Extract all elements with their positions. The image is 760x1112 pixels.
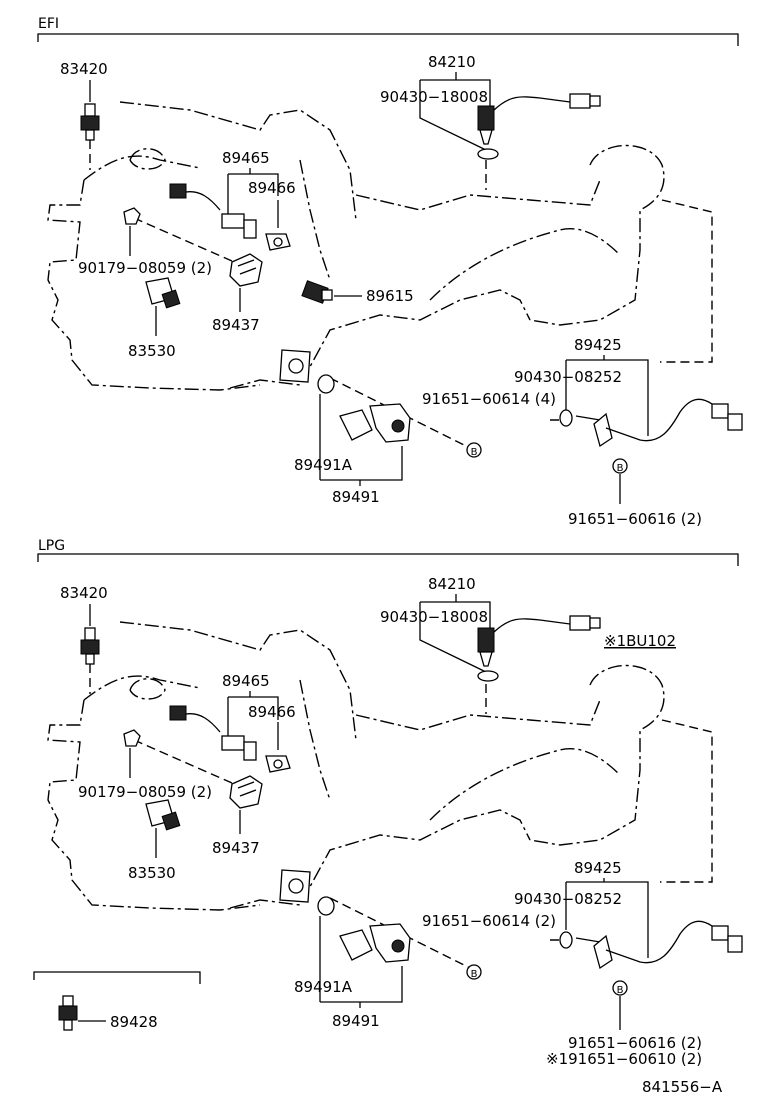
lpg-guide-bolt: [133, 739, 249, 791]
lpg-label-83530: 83530: [128, 864, 176, 882]
lpg-mark-b1: B: [471, 969, 478, 980]
efi-label-89466: 89466: [248, 179, 296, 197]
lpg-part-90179-icon: [123, 729, 141, 747]
extra-bracket: [33, 971, 201, 984]
efi-label-89491a: 89491A: [294, 456, 353, 474]
lpg-section-title: LPG: [38, 538, 65, 554]
efi-label-89465: 89465: [222, 149, 270, 167]
lpg-leader-84210: [419, 594, 491, 673]
lpg-engine-outline: [47, 621, 665, 911]
efi-label-90179: 90179−08059 (2): [78, 259, 212, 277]
section-efi: EFI 83420 84210 90430−18008: [37, 16, 743, 528]
efi-mark-b2-circle: [612, 458, 628, 474]
lpg-label-90430-18008: 90430−18008: [380, 608, 488, 626]
efi-part-89466-icon: [265, 233, 291, 251]
lpg-note-1bu102: ※1BU102: [604, 632, 676, 650]
lpg-part-89491-icon: [339, 923, 411, 963]
efi-part-83420-icon: [80, 103, 100, 141]
diagram-code: 841556−A: [642, 1078, 723, 1096]
efi-part-89491-icon: [339, 403, 411, 443]
efi-label-83420: 83420: [60, 60, 108, 78]
efi-leader-84210: [419, 72, 491, 151]
lpg-label-89466: 89466: [248, 703, 296, 721]
label-89428: 89428: [110, 1013, 158, 1031]
lpg-part-89466-icon: [265, 755, 291, 773]
efi-label-89491: 89491: [332, 488, 380, 506]
efi-label-90430-08252: 90430−08252: [514, 368, 622, 386]
efi-part-83530-icon: [145, 277, 181, 309]
lpg-label-89465: 89465: [222, 672, 270, 690]
efi-part-89465-icon: [169, 183, 257, 239]
lpg-label-89425: 89425: [574, 859, 622, 877]
efi-section-title: EFI: [38, 16, 59, 32]
lpg-label-90430-08252: 90430−08252: [514, 890, 622, 908]
efi-part-89615-icon: [301, 280, 333, 304]
efi-label-83530: 83530: [128, 342, 176, 360]
lpg-label-89491a: 89491A: [294, 978, 353, 996]
lpg-leader-89491: [319, 916, 403, 1003]
efi-mark-b1-circle: [466, 442, 482, 458]
lpg-mark-b1-circle: [466, 964, 482, 980]
lpg-label-191651-60610: ※191651−60610 (2): [546, 1050, 702, 1068]
efi-section-bracket: [37, 33, 739, 46]
efi-part-90179-icon: [123, 207, 141, 225]
lpg-label-83420: 83420: [60, 584, 108, 602]
lpg-leader-89465: [227, 691, 279, 736]
lpg-part-83420-icon: [80, 627, 100, 665]
lpg-leader-89425: [565, 878, 649, 958]
efi-part-84210-icon: [477, 93, 601, 160]
efi-label-89437: 89437: [212, 316, 260, 334]
lpg-label-90179: 90179−08059 (2): [78, 783, 212, 801]
lpg-part-89425-icon: [559, 920, 743, 970]
lpg-mark-b2-circle: [612, 980, 628, 996]
efi-label-84210: 84210: [428, 53, 476, 71]
lpg-label-89491: 89491: [332, 1012, 380, 1030]
part-89428-icon: [58, 995, 78, 1031]
efi-part-89425-icon: [559, 398, 743, 448]
efi-leader-89491: [319, 394, 403, 481]
lpg-label-84210: 84210: [428, 575, 476, 593]
section-lpg: LPG 83420 84210 90430−18008 ※1BU102: [37, 538, 743, 1068]
efi-leader-89465: [227, 168, 279, 214]
lpg-guide-right: [660, 719, 713, 883]
efi-engine-outline: [47, 101, 665, 391]
lpg-label-91651-60616: 91651−60616 (2): [568, 1034, 702, 1052]
lpg-part-83530-icon: [145, 799, 181, 831]
lpg-label-89437: 89437: [212, 839, 260, 857]
efi-mark-b2: B: [617, 463, 624, 474]
extra-part-89428: 89428: [33, 971, 201, 1031]
efi-guide-bolt: [133, 217, 249, 269]
efi-label-89425: 89425: [574, 336, 622, 354]
efi-label-90430-18008: 90430−18008: [380, 88, 488, 106]
lpg-label-91651-60614: 91651−60614 (2): [422, 912, 556, 930]
efi-label-89615: 89615: [366, 287, 414, 305]
efi-label-91651-60614: 91651−60614 (4): [422, 390, 556, 408]
lpg-part-89437-icon: [229, 775, 263, 809]
efi-part-gasket-icon: [279, 349, 335, 394]
lpg-mark-b2: B: [617, 985, 624, 996]
efi-mark-b1: B: [471, 447, 478, 458]
lpg-part-gasket-icon: [279, 869, 335, 916]
efi-part-89437-icon: [229, 253, 263, 287]
efi-guide-right: [660, 199, 713, 363]
efi-leader-89425: [565, 355, 649, 436]
lpg-section-bracket: [37, 553, 739, 566]
lpg-part-84210-icon: [477, 615, 601, 682]
lpg-part-89465-icon: [169, 705, 257, 761]
efi-label-91651-60616: 91651−60616 (2): [568, 510, 702, 528]
